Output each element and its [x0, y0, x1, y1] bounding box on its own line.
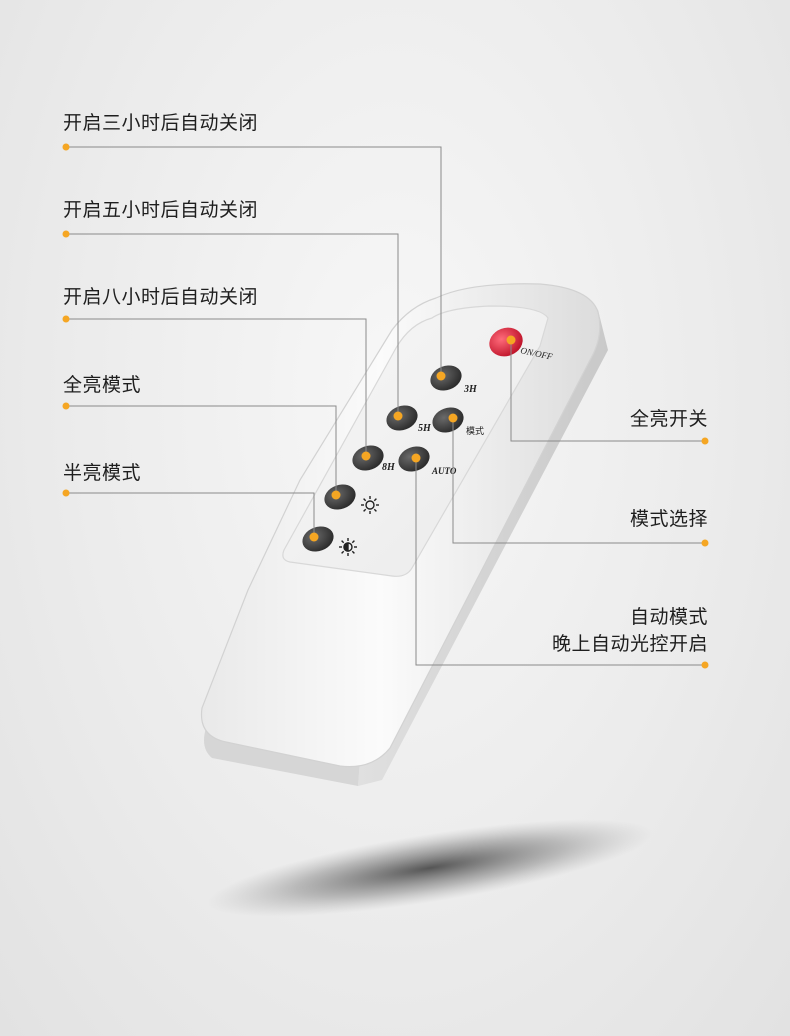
callout-dots — [62, 143, 709, 669]
leader-line-full-bright — [66, 405, 337, 495]
button-auto-label: AUTO — [431, 466, 457, 476]
leader-line-3h — [66, 146, 442, 376]
remote-button-panel — [282, 305, 549, 577]
dot-full-switch-end — [701, 437, 709, 445]
dot-5h-start — [62, 230, 70, 238]
dot-3h-start — [62, 143, 70, 151]
button-mode-label: 模式 — [466, 425, 484, 437]
callout-5h-label: 开启五小时后自动关闭 — [63, 199, 259, 221]
dot-on-5h — [393, 411, 403, 421]
button-3h-label: 3H — [463, 384, 478, 395]
remote-shadow — [207, 819, 653, 917]
remote-control — [200, 283, 608, 786]
callout-full-switch-label: 全亮开关 — [629, 408, 708, 430]
callout-8h-label: 开启八小时后自动关闭 — [63, 286, 259, 308]
callout-full-bright-label: 全亮模式 — [63, 374, 142, 396]
callout-3h-label: 开启三小时后自动关闭 — [63, 112, 259, 134]
dot-half-bright-start — [62, 489, 70, 497]
dot-full-bright-start — [62, 402, 70, 410]
leader-line-5h — [66, 233, 399, 416]
callout-auto-mode-label: 自动模式 — [629, 606, 708, 628]
leader-line-8h — [66, 318, 367, 456]
leader-line-full-switch — [510, 340, 705, 442]
dot-on-auto — [411, 453, 421, 463]
dot-on-onoff — [506, 335, 516, 345]
dot-on-8h — [361, 451, 371, 461]
leader-lines — [66, 146, 705, 666]
callout-half-bright-label: 半亮模式 — [63, 462, 142, 484]
dot-on-half-bright — [309, 532, 319, 542]
leader-line-auto-mode — [415, 458, 705, 666]
dot-on-mode — [448, 413, 458, 423]
dot-8h-start — [62, 315, 70, 323]
callout-auto-light-label: 晚上自动光控开启 — [551, 633, 708, 655]
dot-auto-mode-end — [701, 661, 709, 669]
leader-line-half-bright — [66, 492, 315, 537]
button-5h-label: 5H — [418, 423, 432, 434]
dot-on-full-bright — [331, 490, 341, 500]
button-8h-label: 8H — [382, 462, 396, 473]
sun-bright-icon — [361, 496, 379, 514]
callout-mode-select-label: 模式选择 — [629, 508, 708, 530]
button-mode[interactable]: 模式 — [429, 403, 484, 437]
sun-half-icon — [339, 538, 357, 556]
button-3h[interactable]: 3H — [427, 361, 478, 395]
dot-mode-select-end — [701, 539, 709, 547]
dot-on-3h — [436, 371, 446, 381]
leader-line-mode-select — [452, 418, 705, 544]
